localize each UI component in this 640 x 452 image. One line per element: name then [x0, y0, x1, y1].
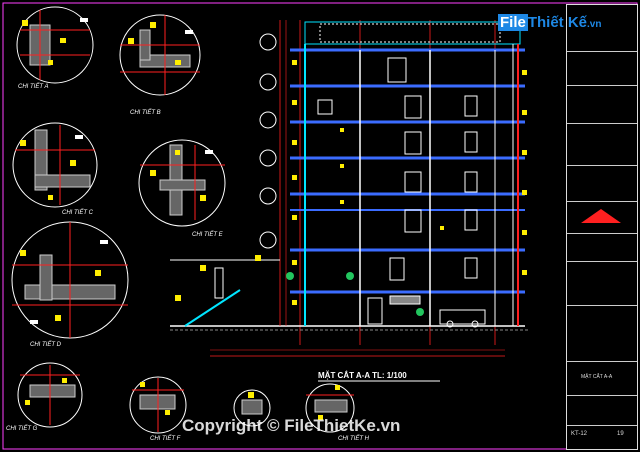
detail-circle-g — [17, 362, 83, 428]
building-section — [170, 20, 530, 357]
detail-label-a: CHI TIẾT A — [18, 84, 49, 90]
title-block-sheet-title: MẶT CẮT A-A — [581, 374, 613, 380]
title-block-sheet-code: KT-12 — [571, 431, 588, 437]
copyright-watermark: Copyright © FileThietKe.vn — [182, 416, 401, 435]
detail-label-f: CHI TIẾT F — [150, 436, 181, 442]
detail-circle-f — [129, 376, 187, 434]
section-title: MẶT CẮT A-A TL: 1/100 — [318, 371, 407, 380]
title-block-sheet-number: 19 — [617, 431, 624, 437]
detail-label-c: CHI TIẾT C — [62, 210, 93, 216]
detail-circle-c — [12, 122, 98, 208]
detail-circle-a — [16, 6, 94, 84]
detail-label-g: CHI TIẾT G — [6, 426, 38, 432]
detail-circle-small — [233, 389, 271, 427]
detail-label-d: CHI TIẾT D — [30, 342, 61, 348]
detail-circle-d — [11, 221, 129, 339]
detail-circle-b — [119, 14, 201, 96]
title-block-logo-icon — [581, 209, 621, 223]
detail-circle-h — [305, 383, 355, 433]
detail-circle-e — [138, 139, 226, 227]
detail-label-h: CHI TIẾT H — [338, 436, 369, 442]
title-block: MẶT CẮT A-A KT-12 19 — [566, 4, 638, 450]
detail-label-b: CHI TIẾT B — [130, 110, 161, 116]
detail-label-e: CHI TIẾT E — [192, 232, 223, 238]
